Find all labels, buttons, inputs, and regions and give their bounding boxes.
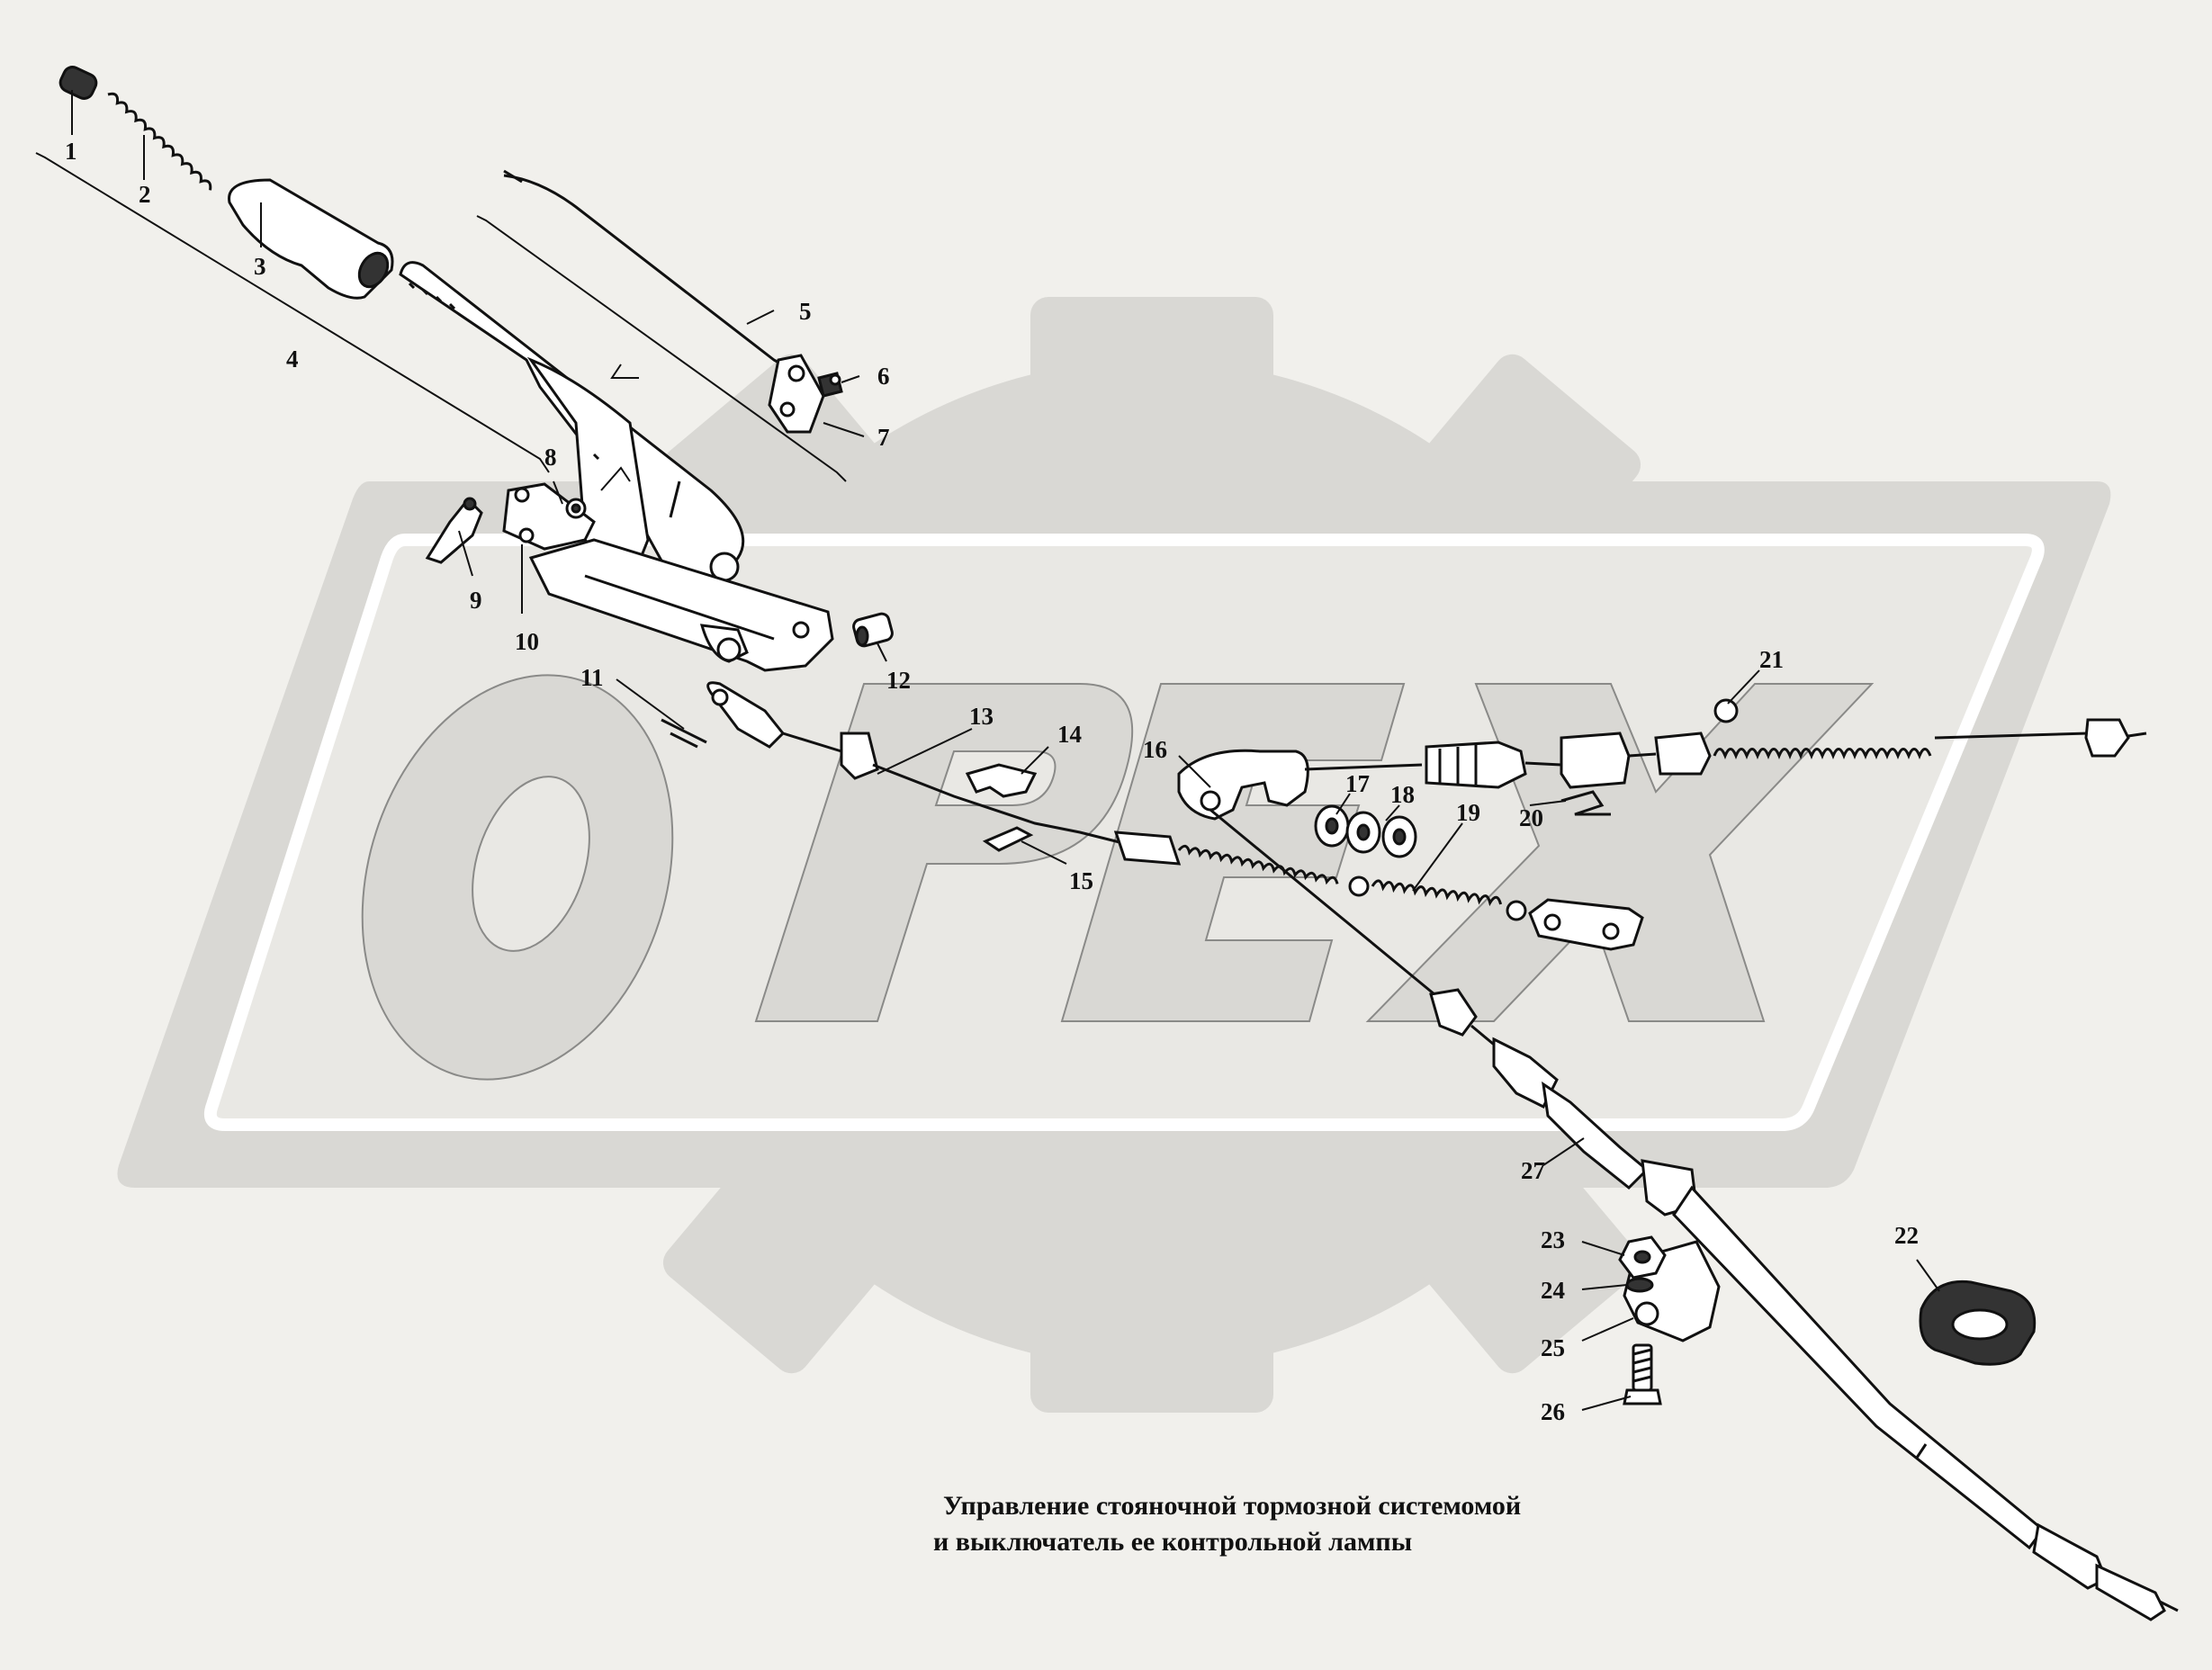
callout-22: 22 <box>1894 1222 1919 1249</box>
part-10-base-plate <box>528 538 834 672</box>
part-12-pin <box>852 612 894 648</box>
part-19-spring <box>1348 875 1527 921</box>
part-20-clip <box>1560 790 1611 816</box>
part-6-bolt <box>817 372 843 398</box>
assembly-bracket-lines <box>35 152 847 482</box>
callout-24: 24 <box>1541 1277 1565 1304</box>
part-18-nuts <box>1345 811 1417 858</box>
callout-26: 26 <box>1541 1398 1565 1425</box>
callout-18: 18 <box>1390 781 1415 808</box>
callout-20: 20 <box>1519 804 1543 831</box>
part-9-clip <box>425 497 483 564</box>
part-15-clip <box>982 826 1034 852</box>
part-22-grommet <box>1919 1279 2037 1366</box>
part-14-clip <box>965 763 1038 798</box>
caption-line-2: и выключатель ее контрольной лампы <box>933 1527 1412 1557</box>
callout-16: 16 <box>1143 736 1167 763</box>
callout-9: 9 <box>470 587 482 614</box>
callouts: 1 2 3 4 5 6 7 8 9 10 11 12 13 14 15 16 1… <box>65 138 1919 1425</box>
part-24-washer <box>1625 1277 1654 1293</box>
part-7-bracket <box>768 354 825 434</box>
cable-stop-bracket <box>1528 898 1644 951</box>
callout-7: 7 <box>877 424 890 451</box>
callout-1: 1 <box>65 138 77 165</box>
callout-21: 21 <box>1759 646 1784 673</box>
callout-25: 25 <box>1541 1334 1565 1361</box>
callout-19: 19 <box>1456 799 1480 826</box>
callout-14: 14 <box>1057 721 1082 748</box>
part-23-nut <box>1618 1235 1667 1279</box>
part-1-cap <box>58 66 98 100</box>
part-27-rear-cable <box>1209 808 2179 1621</box>
callout-8: 8 <box>544 444 557 471</box>
callout-11: 11 <box>580 664 604 691</box>
part-17-nut <box>1314 804 1350 848</box>
front-cable <box>706 681 1135 848</box>
part-8-switch <box>502 482 596 551</box>
caption-line-1: Управление стояночной тормозной системом… <box>943 1491 1521 1521</box>
callout-2: 2 <box>139 181 151 208</box>
part-11-cotter-pin <box>661 718 707 749</box>
part-16-equalizer <box>1177 749 1309 821</box>
leader-lines <box>71 90 1940 1411</box>
callout-6: 6 <box>877 363 890 390</box>
watermark-inner <box>203 534 2045 1131</box>
callout-12: 12 <box>886 667 911 694</box>
part-4-lever <box>399 261 745 596</box>
callout-27: 27 <box>1521 1157 1545 1184</box>
callout-23: 23 <box>1541 1226 1565 1253</box>
callout-3: 3 <box>254 253 266 280</box>
upper-adjusting-rod <box>1304 732 1657 789</box>
callout-10: 10 <box>515 628 539 655</box>
callout-13: 13 <box>969 703 994 730</box>
part-5-rod <box>503 169 794 388</box>
diagram-caption: Управление стояночной тормозной системом… <box>933 1491 1521 1557</box>
callout-5: 5 <box>799 298 812 325</box>
callout-4: 4 <box>286 346 299 373</box>
part-21-cable-spring <box>1654 698 2147 776</box>
part-3-handle-grip <box>228 178 394 300</box>
rear-rod-spring <box>1113 831 1339 885</box>
part-2-spring <box>107 92 212 191</box>
callout-17: 17 <box>1345 770 1370 797</box>
part-26-bolt <box>1623 1343 1662 1405</box>
callout-15: 15 <box>1069 867 1093 894</box>
